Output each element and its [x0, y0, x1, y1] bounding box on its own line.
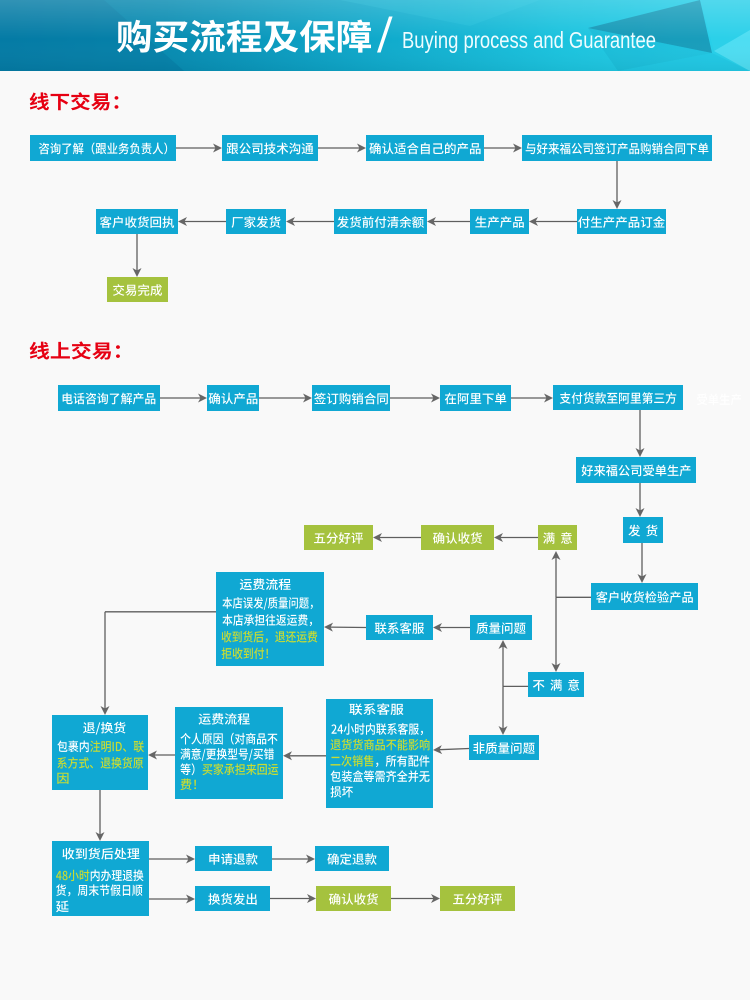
svg-text:Buying process and Guarantee: Buying process and Guarantee: [402, 27, 656, 53]
